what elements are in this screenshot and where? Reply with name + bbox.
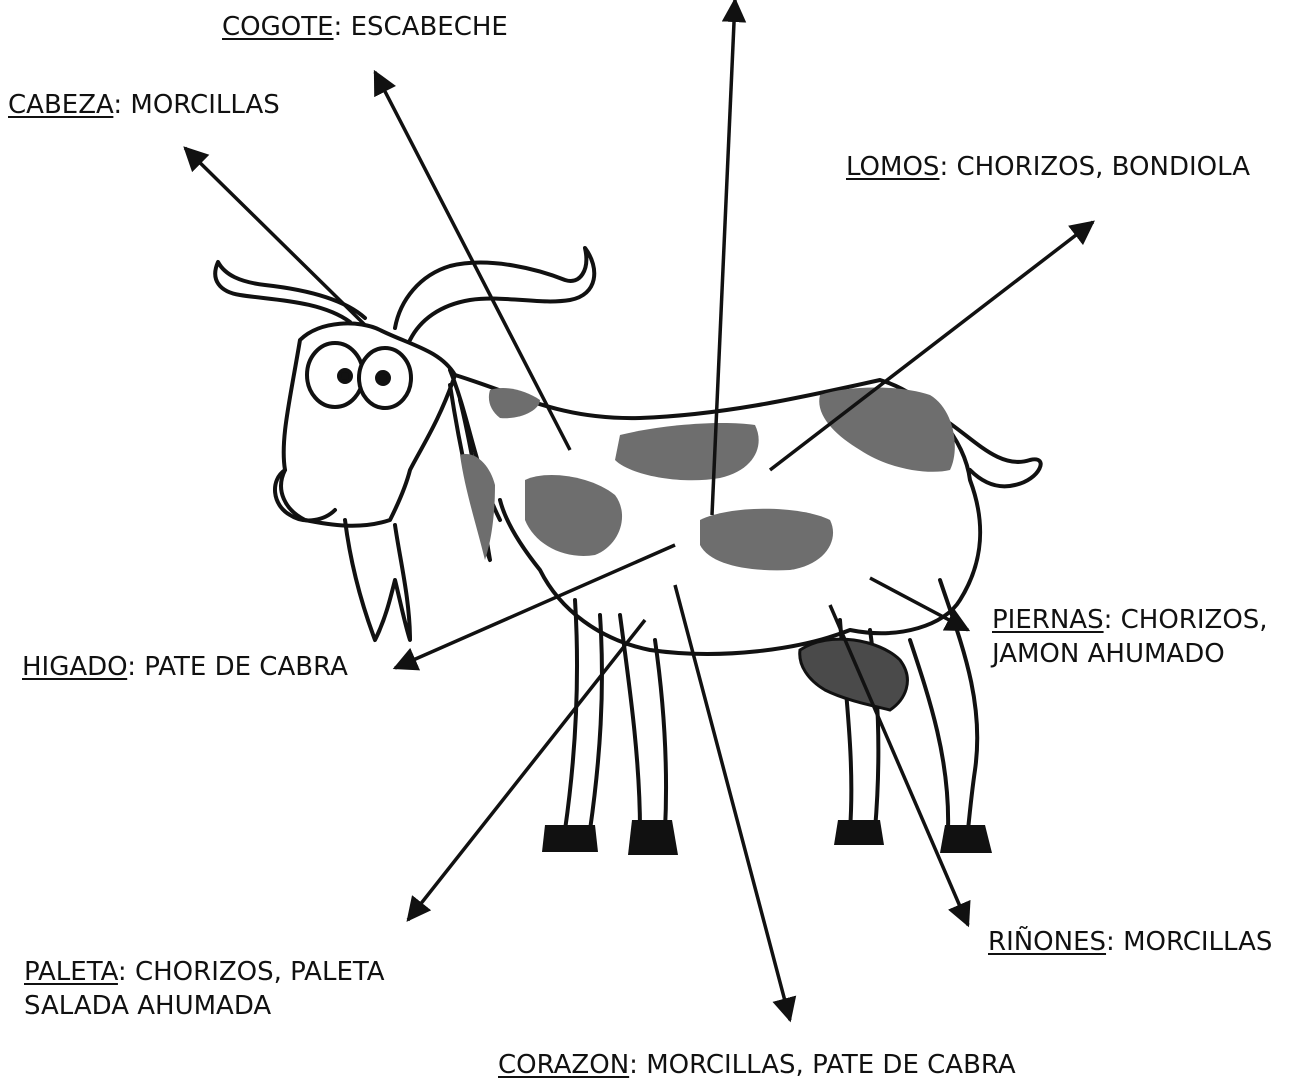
label-piernas: PIERNAS: CHORIZOS, JAMON AHUMADO <box>992 603 1268 671</box>
label-lomos-sep: : <box>939 152 956 182</box>
label-cogote-use: ESCABECHE <box>351 12 508 42</box>
label-higado-part: HIGADO <box>22 652 127 682</box>
label-cabeza-use: MORCILLAS <box>130 90 279 120</box>
label-higado-sep: : <box>127 652 144 682</box>
label-rinones-part: RIÑONES <box>988 927 1106 957</box>
label-lomos: LOMOS: CHORIZOS, BONDIOLA <box>846 150 1250 184</box>
label-corazon: CORAZON: MORCILLAS, PATE DE CABRA <box>498 1048 1016 1082</box>
arrow-piernas <box>870 578 968 630</box>
spot-1 <box>525 475 622 556</box>
goat-left-eye <box>307 343 363 407</box>
label-paleta: PALETA: CHORIZOS, PALETA SALADA AHUMADA <box>24 955 385 1023</box>
spot-5 <box>489 388 540 418</box>
goat-right-horn <box>395 248 594 340</box>
label-cogote-sep: : <box>334 12 351 42</box>
goat-tail <box>945 420 1041 486</box>
label-cogote: COGOTE: ESCABECHE <box>222 10 508 44</box>
goat-left-pupil <box>339 370 351 382</box>
label-cabeza: CABEZA: MORCILLAS <box>8 88 280 122</box>
goat-beard <box>345 520 410 640</box>
label-corazon-part: CORAZON <box>498 1050 629 1080</box>
spot-4 <box>819 388 955 472</box>
hoof-4 <box>940 825 992 853</box>
label-rinones-use: MORCILLAS <box>1123 927 1272 957</box>
hoof-1 <box>542 825 598 852</box>
label-rinones-sep: : <box>1106 927 1123 957</box>
label-corazon-sep: : <box>629 1050 646 1080</box>
label-piernas-sep: : <box>1104 605 1121 635</box>
goat-left-horn <box>215 262 365 322</box>
hoof-2 <box>628 820 678 855</box>
spot-3 <box>700 509 833 571</box>
label-paleta-part: PALETA <box>24 957 118 987</box>
label-cabeza-part: CABEZA <box>8 90 113 120</box>
label-cabeza-sep: : <box>113 90 130 120</box>
goat-body-group <box>215 248 1040 830</box>
label-piernas-part: PIERNAS <box>992 605 1104 635</box>
spot-6 <box>460 454 495 560</box>
goat-udder <box>800 639 908 710</box>
arrow-paleta <box>408 620 645 920</box>
label-lomos-use: CHORIZOS, BONDIOLA <box>956 152 1250 182</box>
label-piernas-use-line2: JAMON AHUMADO <box>992 639 1225 669</box>
label-piernas-use: CHORIZOS, <box>1121 605 1268 635</box>
label-lomos-part: LOMOS <box>846 152 939 182</box>
hoof-3 <box>834 820 884 845</box>
label-cogote-part: COGOTE <box>222 12 334 42</box>
goat-right-pupil <box>377 372 389 384</box>
label-paleta-use-line2: SALADA AHUMADA <box>24 991 271 1021</box>
goat-spots <box>460 388 955 571</box>
label-corazon-use: MORCILLAS, PATE DE CABRA <box>646 1050 1016 1080</box>
label-rinones: RIÑONES: MORCILLAS <box>988 925 1272 959</box>
label-paleta-use: CHORIZOS, PALETA <box>135 957 385 987</box>
label-higado-use: PATE DE CABRA <box>144 652 348 682</box>
label-higado: HIGADO: PATE DE CABRA <box>22 650 348 684</box>
spot-2 <box>615 423 759 480</box>
label-paleta-sep: : <box>118 957 135 987</box>
